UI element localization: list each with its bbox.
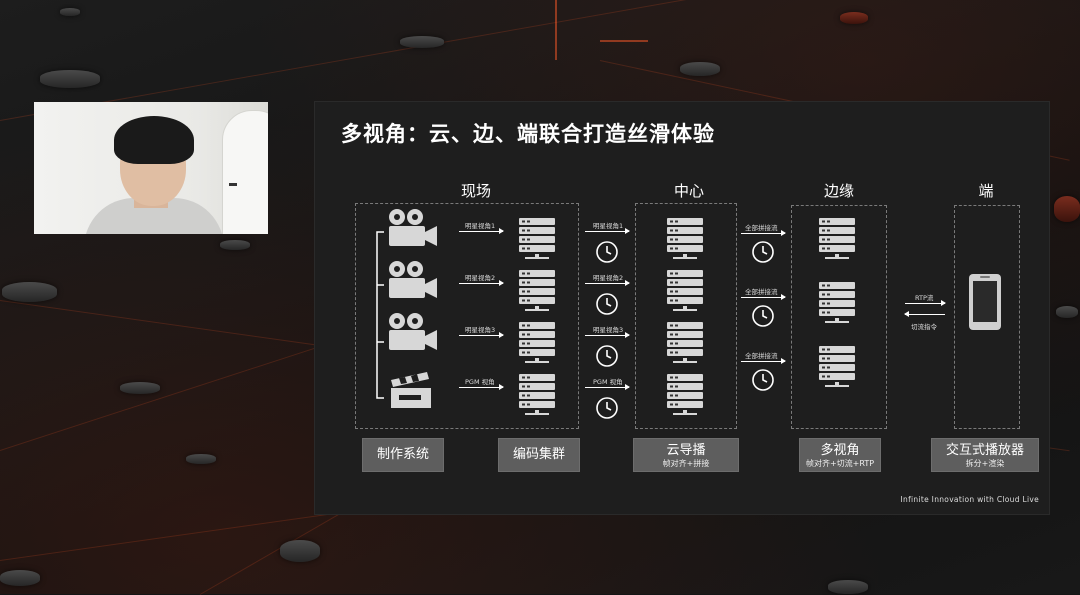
flow-arrow: [585, 228, 630, 234]
flow-label: 明星视角2: [593, 274, 624, 282]
column-title-center: 中心: [673, 182, 704, 200]
video-camera-icon: [389, 209, 437, 246]
flow-label: 明星视角3: [465, 326, 496, 334]
video-camera-icon: [389, 313, 437, 350]
flow-label: PGM 视角: [593, 378, 623, 386]
flow-arrow: [741, 294, 786, 300]
flow-arrow: [585, 332, 630, 338]
rtp-stream-label: RTP流: [915, 294, 934, 302]
slide-title: 多视角：云、边、端联合打造丝滑体验: [341, 122, 715, 146]
client-area: [954, 205, 1020, 429]
speaker-video-thumbnail[interactable]: [34, 102, 268, 234]
flow-arrow: [585, 384, 630, 390]
server-icon: [519, 322, 555, 363]
clock-icon: [752, 305, 774, 327]
flow-label: 全部拼接流: [745, 224, 778, 232]
server-icon: [819, 282, 855, 323]
cloud-director-button[interactable]: 云导播 帧对齐+拼接: [633, 438, 739, 472]
clock-icon: [596, 397, 618, 419]
multi-view-button[interactable]: 多视角 帧对齐+切流+RTP: [799, 438, 881, 472]
flow-label: 全部拼接流: [745, 288, 778, 296]
server-icon: [819, 218, 855, 259]
bracket-connector: [376, 231, 384, 399]
server-icon: [519, 270, 555, 311]
site-area: [355, 203, 579, 429]
slide-footer: Infinite Innovation with Cloud Live: [900, 495, 1039, 504]
switch-command-label: 切流指令: [911, 323, 937, 331]
flow-arrow: [459, 332, 504, 338]
encoding-cluster-button[interactable]: 编码集群: [498, 438, 580, 472]
switch-command-arrow: [904, 311, 945, 317]
clock-icon: [752, 241, 774, 263]
flow-arrow: [459, 384, 504, 390]
server-icon: [519, 218, 555, 259]
server-icon: [667, 374, 703, 415]
rtp-stream-arrow: [905, 300, 946, 306]
server-icon: [667, 218, 703, 259]
flow-label: 明星视角3: [593, 326, 624, 334]
clock-icon: [596, 293, 618, 315]
edge-area: [791, 205, 887, 429]
flow-arrow: [741, 358, 786, 364]
flow-label: 明星视角1: [465, 222, 496, 230]
clapperboard-icon: [391, 372, 431, 408]
column-title-client: 端: [978, 182, 994, 200]
server-icon: [667, 322, 703, 363]
video-camera-icon: [389, 261, 437, 298]
flow-arrow: [459, 280, 504, 286]
clock-icon: [596, 345, 618, 367]
flow-label: PGM 视角: [465, 378, 495, 386]
flow-label: 明星视角2: [465, 274, 496, 282]
flow-arrow: [459, 228, 504, 234]
flow-label: 明星视角1: [593, 222, 624, 230]
server-icon: [819, 346, 855, 387]
clock-icon: [596, 241, 618, 263]
flow-arrow: [585, 280, 630, 286]
door: [222, 110, 268, 234]
server-icon: [667, 270, 703, 311]
flow-label: 全部拼接流: [745, 352, 778, 360]
flow-arrow: [741, 230, 786, 236]
clock-icon: [752, 369, 774, 391]
production-system-button[interactable]: 制作系统: [362, 438, 444, 472]
interactive-player-button[interactable]: 交互式播放器 拆分+渲染: [931, 438, 1039, 472]
smartphone-icon: [969, 274, 1001, 330]
server-icon: [519, 374, 555, 415]
column-title-edge: 边缘: [823, 182, 854, 200]
column-title-site: 现场: [460, 182, 491, 200]
center-area: [635, 203, 737, 429]
